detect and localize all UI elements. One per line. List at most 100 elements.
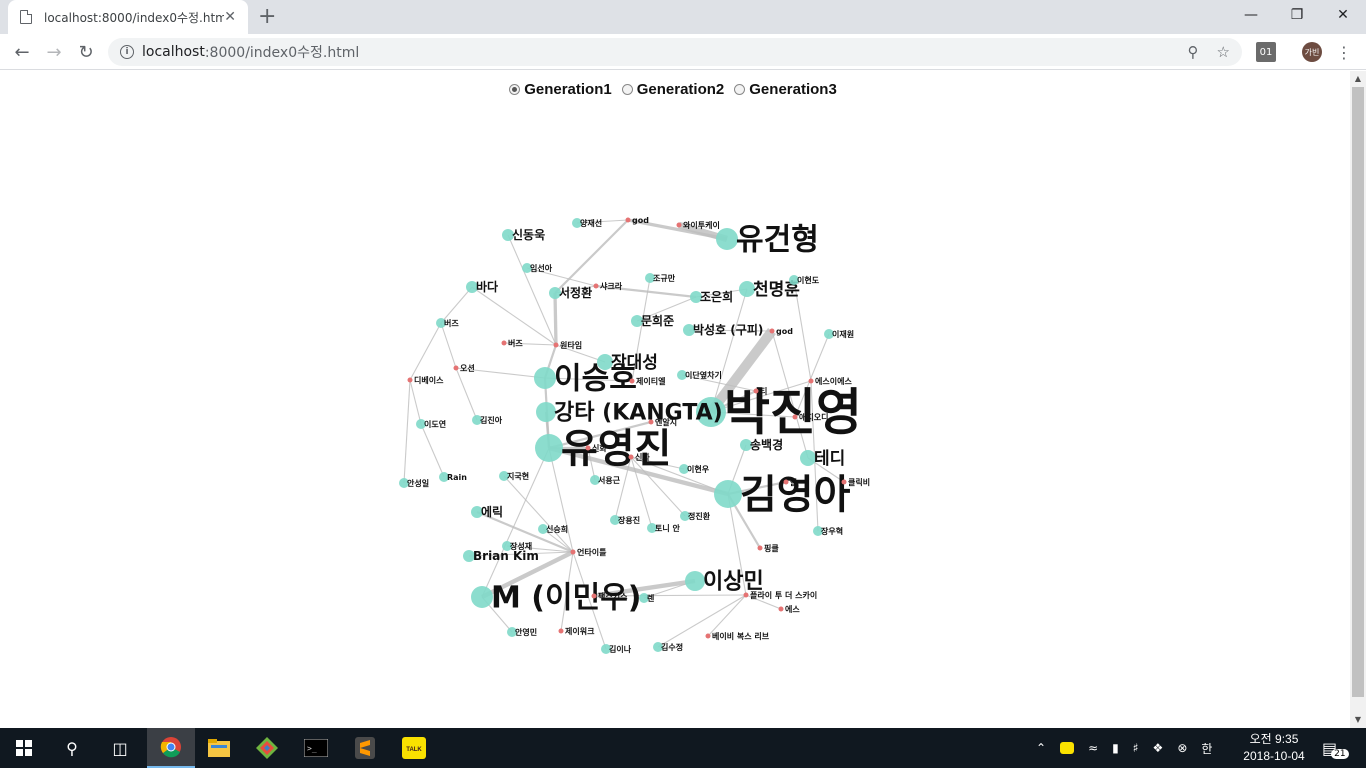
graph-node[interactable] (472, 415, 482, 425)
graph-node[interactable] (629, 378, 635, 384)
graph-node[interactable] (610, 515, 620, 525)
graph-node[interactable] (590, 475, 600, 485)
graph-node[interactable] (714, 480, 742, 508)
ime-indicator[interactable]: 한 (1201, 741, 1213, 756)
graph-node[interactable] (841, 479, 847, 485)
volume-muted-icon[interactable]: ♯ (1132, 741, 1139, 755)
graph-node[interactable] (593, 283, 599, 289)
menu-icon[interactable]: ⋮ (1336, 42, 1352, 62)
graph-node[interactable] (648, 419, 654, 425)
radio-generation3[interactable]: Generation3 (734, 81, 837, 98)
radio-button[interactable] (734, 84, 746, 95)
search-icon[interactable]: ⚲ (66, 738, 78, 758)
graph-node[interactable] (677, 370, 687, 380)
graph-node[interactable] (534, 367, 556, 389)
graph-node[interactable] (739, 281, 755, 297)
graph-node[interactable] (570, 549, 576, 555)
bookmark-star-icon[interactable]: ☆ (1216, 43, 1230, 61)
graph-node[interactable] (536, 402, 556, 422)
graph-node[interactable] (789, 275, 799, 285)
graph-node[interactable] (808, 378, 814, 384)
scroll-up-icon[interactable]: ▲ (1354, 74, 1362, 83)
address-bar[interactable]: i localhost:8000/index0수정.html ⚲ ☆ (108, 38, 1242, 66)
graph-node[interactable] (813, 526, 823, 536)
profile-avatar[interactable]: 가빈 (1302, 42, 1322, 62)
kakaotalk-icon[interactable]: TALK (390, 728, 438, 768)
close-window-icon[interactable]: ✕ (1337, 7, 1349, 23)
graph-node[interactable] (696, 397, 726, 427)
new-tab-button[interactable]: + (258, 4, 277, 29)
graph-node[interactable] (501, 340, 507, 346)
graph-node[interactable] (553, 342, 559, 348)
graph-node[interactable] (597, 354, 613, 370)
graph-node[interactable] (471, 506, 483, 518)
graph-node[interactable] (783, 479, 789, 485)
scroll-thumb[interactable] (1352, 87, 1364, 697)
graph-node[interactable] (399, 478, 409, 488)
graph-node[interactable] (690, 291, 702, 303)
graph-node[interactable] (740, 439, 752, 451)
graph-node[interactable] (463, 550, 475, 562)
tray-expand-icon[interactable]: ⌃ (1036, 741, 1047, 755)
forward-icon[interactable]: → (46, 41, 62, 63)
graph-node[interactable] (679, 464, 689, 474)
graph-node[interactable] (558, 628, 564, 634)
graph-node[interactable] (645, 273, 655, 283)
graph-node[interactable] (549, 287, 561, 299)
graph-node[interactable] (407, 377, 413, 383)
graph-node[interactable] (824, 329, 834, 339)
reload-icon[interactable]: ↻ (78, 41, 94, 63)
battery-icon[interactable]: ▮ (1112, 741, 1119, 755)
graph-node[interactable] (757, 545, 763, 551)
scroll-down-icon[interactable]: ▼ (1354, 715, 1362, 724)
extension-icon[interactable]: 01 (1256, 42, 1276, 62)
zoom-icon[interactable]: ⚲ (1187, 43, 1199, 61)
graph-node[interactable] (585, 445, 591, 451)
info-icon[interactable]: i (120, 45, 134, 59)
back-icon[interactable]: ← (14, 41, 30, 63)
graph-node[interactable] (436, 318, 446, 328)
chrome-icon[interactable] (147, 728, 195, 768)
graph-node[interactable] (522, 263, 532, 273)
graph-node[interactable] (453, 365, 459, 371)
graph-node[interactable] (716, 228, 738, 250)
graph-node[interactable] (753, 388, 759, 394)
graph-node[interactable] (778, 606, 784, 612)
minimize-icon[interactable]: — (1244, 7, 1258, 23)
dropbox-icon[interactable]: ❖ (1152, 741, 1164, 755)
graph-node[interactable] (676, 222, 682, 228)
browser-tab[interactable]: localhost:8000/index0수정.html ✕ (8, 0, 248, 34)
graph-node[interactable] (507, 627, 517, 637)
graph-node[interactable] (743, 592, 749, 598)
tab-close-icon[interactable]: ✕ (224, 9, 236, 25)
graph-node[interactable] (792, 414, 798, 420)
graph-node[interactable] (502, 229, 514, 241)
graph-node[interactable] (653, 642, 663, 652)
blocked-icon[interactable]: ⊗ (1177, 741, 1188, 755)
graph-node[interactable] (535, 434, 563, 462)
graph-node[interactable] (466, 281, 478, 293)
radio-generation2[interactable]: Generation2 (621, 81, 724, 98)
graph-node[interactable] (572, 218, 582, 228)
graph-node[interactable] (680, 511, 690, 521)
graph-node[interactable] (639, 593, 649, 603)
graph-node[interactable] (471, 586, 493, 608)
start-button[interactable] (0, 728, 48, 768)
task-view-icon[interactable]: ◫ (112, 738, 128, 758)
graph-node[interactable] (628, 454, 634, 460)
graph-node[interactable] (769, 328, 775, 334)
graph-node[interactable] (631, 315, 643, 327)
git-icon[interactable] (243, 728, 291, 768)
action-center-icon[interactable]: ▤ 21 (1322, 728, 1349, 768)
radio-button[interactable] (621, 84, 633, 95)
network-icon[interactable]: ≈ (1088, 741, 1099, 755)
graph-node[interactable] (416, 419, 426, 429)
graph-node[interactable] (800, 450, 816, 466)
graph-node[interactable] (591, 593, 597, 599)
restore-icon[interactable]: ❐ (1290, 7, 1304, 23)
sublime-text-icon[interactable] (341, 728, 389, 768)
graph-node[interactable] (685, 571, 705, 591)
radio-generation1[interactable]: Generation1 (509, 81, 612, 98)
graph-node[interactable] (625, 217, 631, 223)
graph-node[interactable] (502, 541, 512, 551)
